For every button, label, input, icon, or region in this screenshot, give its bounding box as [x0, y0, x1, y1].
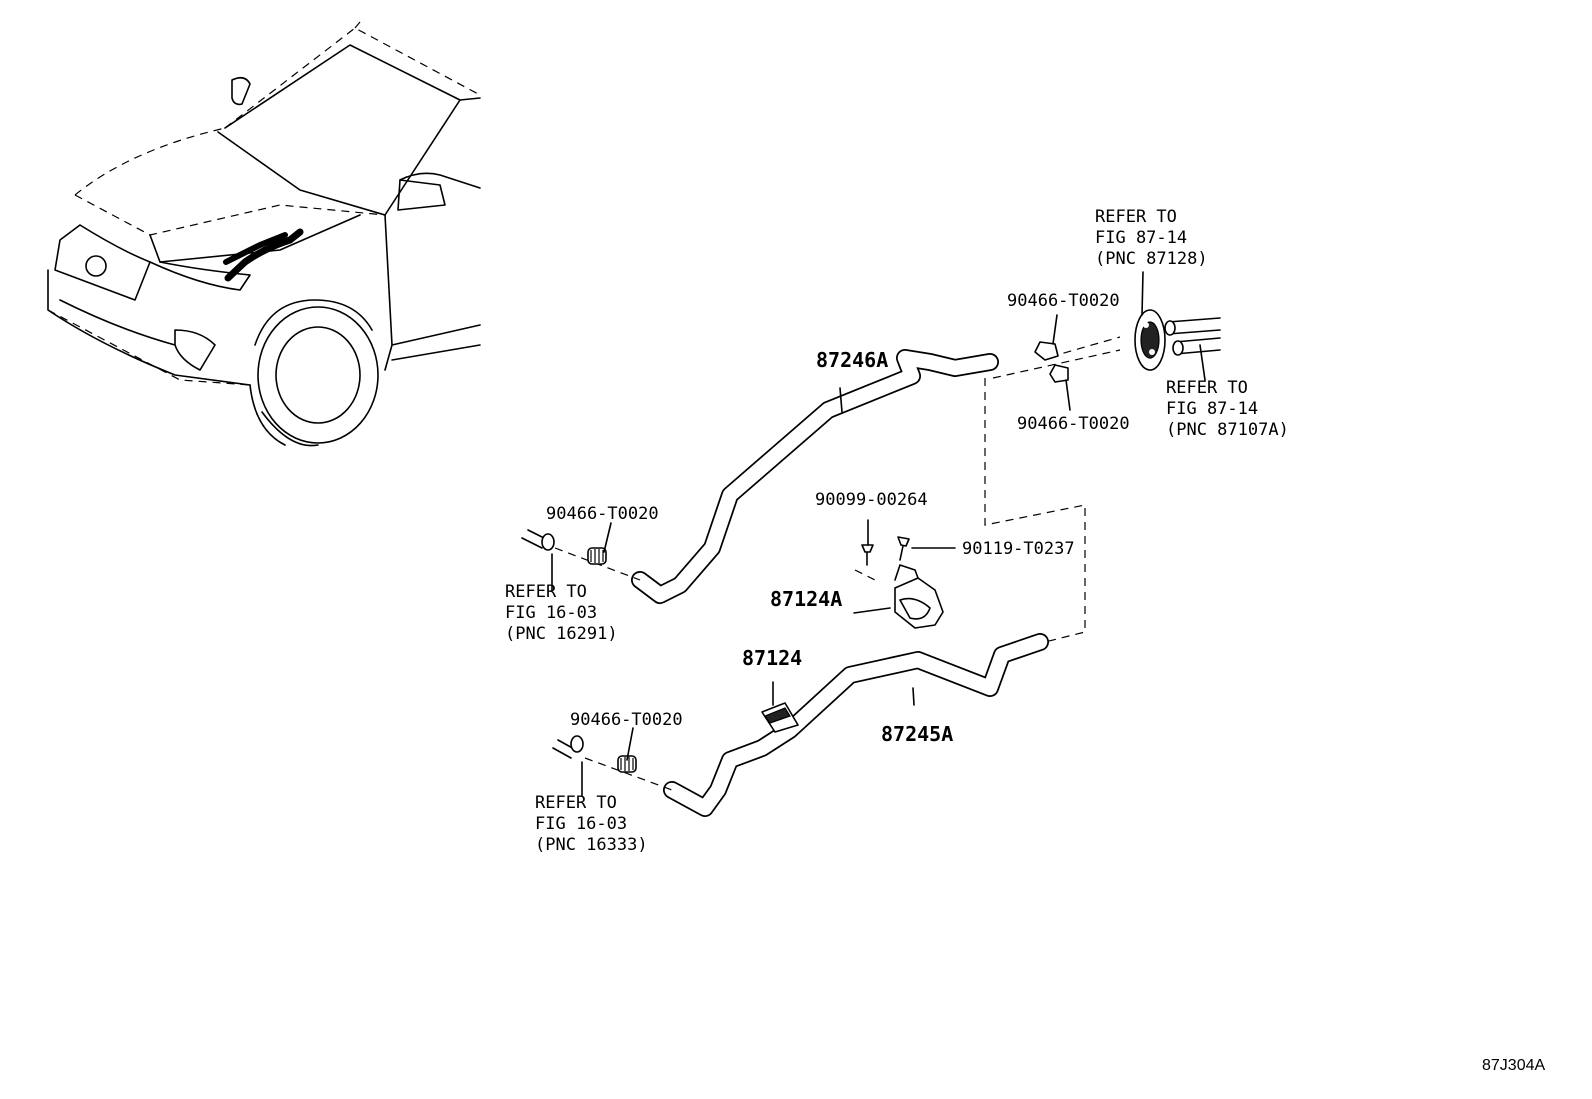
vehicle-illustration — [47, 21, 481, 447]
reference-16333: REFER TO FIG 16-03 (PNC 16333) — [535, 793, 648, 855]
svg-text:FIG 87-14: FIG 87-14 — [1166, 399, 1258, 419]
reference-16291: REFER TO FIG 16-03 (PNC 16291) — [505, 582, 618, 644]
leader-lines — [551, 271, 1206, 797]
engine-pipe-lower — [552, 735, 584, 759]
svg-text:REFER TO: REFER TO — [1095, 207, 1177, 227]
svg-text:(PNC 16291): (PNC 16291) — [505, 624, 618, 644]
engine-pipe-upper — [521, 529, 555, 551]
bracket-label: 87124A — [770, 587, 842, 611]
clamp-87124 — [761, 702, 799, 733]
svg-text:FIG 16-03: FIG 16-03 — [535, 814, 627, 834]
bolt-90119 — [897, 536, 910, 561]
svg-text:REFER TO: REFER TO — [535, 793, 617, 813]
clip-left-lower — [617, 755, 637, 773]
figure-code: 87J304A — [1482, 1057, 1545, 1074]
svg-text:(PNC 16333): (PNC 16333) — [535, 835, 648, 855]
hose-87246a — [631, 349, 999, 604]
hose-label-upper: 87246A — [816, 348, 888, 372]
clip-top-upper — [1034, 341, 1059, 361]
clamp-label: 87124 — [742, 646, 802, 670]
clip-left-upper — [587, 547, 607, 565]
svg-text:REFER TO: REFER TO — [1166, 378, 1248, 398]
svg-text:(PNC 87107A): (PNC 87107A) — [1166, 420, 1289, 440]
svg-text:(PNC 87128): (PNC 87128) — [1095, 249, 1208, 269]
heater-flange — [1134, 309, 1221, 371]
reference-87128: REFER TO FIG 87-14 (PNC 87128) — [1095, 207, 1208, 269]
bolt-90099 — [861, 544, 874, 566]
clip-label-left-lower: 90466-T0020 — [570, 710, 683, 730]
bolt-label-b: 90119-T0237 — [962, 539, 1075, 559]
bracket-87124a — [894, 564, 944, 629]
reference-87107a: REFER TO FIG 87-14 (PNC 87107A) — [1166, 378, 1289, 440]
svg-text:REFER TO: REFER TO — [505, 582, 587, 602]
hose-label-lower: 87245A — [881, 722, 953, 746]
clip-top-lower — [1049, 364, 1069, 383]
bolt-label-a: 90099-00264 — [815, 490, 928, 510]
svg-text:FIG 16-03: FIG 16-03 — [505, 603, 597, 623]
clip-label-top-lower: 90466-T0020 — [1017, 414, 1130, 434]
clip-label-left-upper: 90466-T0020 — [546, 504, 659, 524]
clip-label-top-upper: 90466-T0020 — [1007, 291, 1120, 311]
hose-87245a — [663, 633, 1049, 817]
svg-text:FIG 87-14: FIG 87-14 — [1095, 228, 1187, 248]
